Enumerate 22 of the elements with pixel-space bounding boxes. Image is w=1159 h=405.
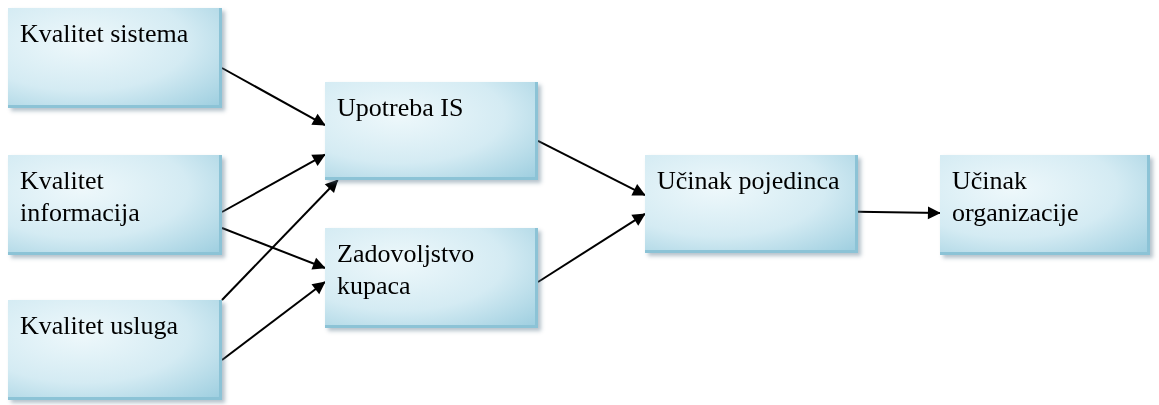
arrow xyxy=(537,212,646,283)
box-label: Zadovoljstvo kupaca xyxy=(337,238,476,302)
arrow xyxy=(221,153,326,213)
box-label: Učinak pojedinca xyxy=(657,165,841,197)
arrow xyxy=(221,67,326,127)
arrow xyxy=(537,139,646,197)
process-box xyxy=(325,228,538,328)
process-box xyxy=(645,155,858,253)
box-label: Kvalitet informacija xyxy=(20,165,141,229)
arrow xyxy=(857,206,941,220)
arrow xyxy=(221,227,326,270)
process-box xyxy=(8,8,222,108)
box-label: Kvalitet usluga xyxy=(20,310,180,342)
box-label: Učinak organizacije xyxy=(952,165,1080,229)
process-box xyxy=(940,155,1150,255)
process-box xyxy=(8,155,222,255)
box-label: Kvalitet sistema xyxy=(20,18,190,50)
arrow xyxy=(221,281,326,361)
arrow xyxy=(221,179,339,301)
process-box xyxy=(8,300,222,400)
process-box xyxy=(325,82,538,180)
box-label: Upotreba IS xyxy=(337,92,465,124)
